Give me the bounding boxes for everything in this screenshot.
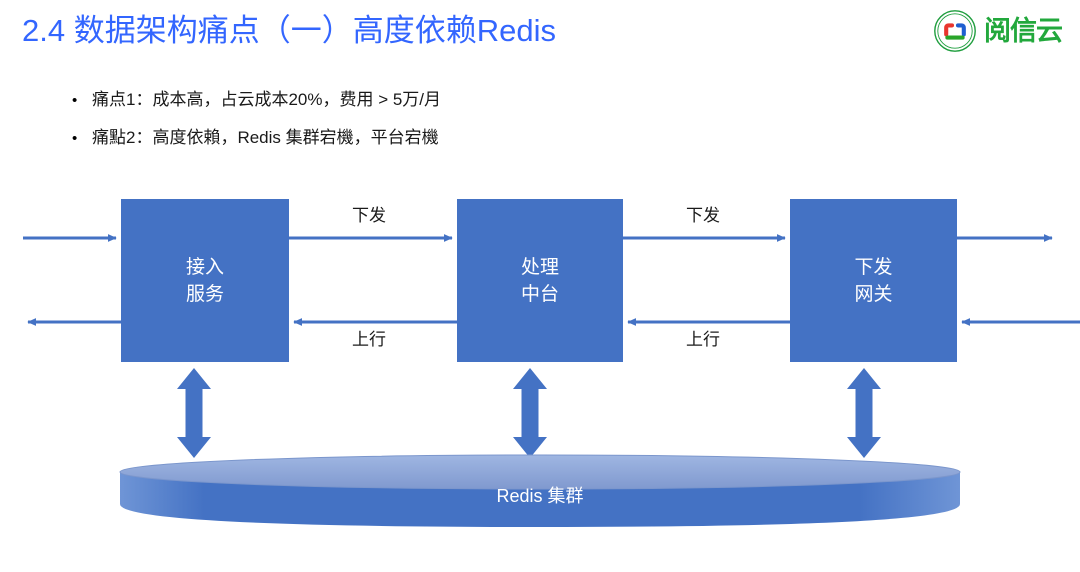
page-title: 2.4 数据架构痛点（一）高度依赖Redis (22, 13, 556, 48)
node-label-line2: 网关 (854, 283, 893, 305)
node-label-line1: 处理 (520, 256, 559, 278)
bullet-item-1: • 痛点1：成本高，占云成本20%，费用 > 5万/月 (72, 88, 441, 112)
node-processing-midplatform[interactable]: 处理 中台 (457, 199, 623, 362)
bullet-text-2: 痛點2：高度依賴，Redis 集群宕機，平台宕機 (92, 128, 439, 147)
flow-label-upstream-2: 上行 (686, 330, 720, 349)
brand-logo: 阅信云 (933, 8, 1063, 54)
node-label-line2: 服务 (185, 283, 224, 305)
bullet-text-1: 痛点1：成本高，占云成本20%，费用 > 5万/月 (92, 90, 442, 109)
node-label-line2: 中台 (520, 283, 559, 305)
node-label-line1: 接入 (185, 256, 224, 278)
flow-label-downstream-1: 下发 (352, 206, 386, 225)
node-delivery-gateway[interactable]: 下发 网关 (790, 199, 957, 362)
bullet-item-2: • 痛點2：高度依賴，Redis 集群宕機，平台宕機 (72, 126, 439, 150)
brand-wordmark: 阅信云 (984, 16, 1063, 46)
bullet-marker-icon: • (72, 92, 78, 109)
node-access-service[interactable]: 接入 服务 (121, 199, 289, 362)
flow-label-upstream-1: 上行 (352, 330, 386, 349)
node-label-line1: 下发 (854, 256, 893, 278)
flow-label-downstream-2: 下发 (686, 206, 720, 225)
recycle-triangle-emblem-icon (933, 9, 977, 53)
bullet-marker-icon: • (72, 130, 78, 147)
datastore-label-redis-cluster: Redis 集群 (496, 486, 584, 506)
